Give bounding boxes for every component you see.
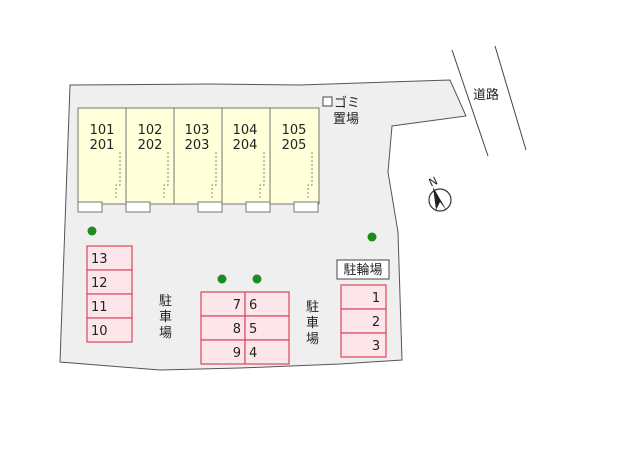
bike-parking-label: 駐輪場 [343, 262, 382, 278]
garbage-box-icon [322, 96, 333, 107]
parking-space [86, 293, 133, 319]
parking-left-label: 車 [159, 310, 172, 325]
parking-space-number: 13 [91, 252, 108, 267]
parking-space-number: 4 [249, 346, 257, 361]
parking-space-number: 5 [249, 322, 257, 337]
unit-porch [245, 201, 271, 213]
unit-upper-number: 101 [90, 123, 115, 138]
building-outline [77, 107, 320, 205]
tree-icon [87, 226, 97, 236]
unit-porch [125, 201, 151, 213]
unit-stair-line [211, 152, 217, 198]
parking-space [86, 269, 133, 295]
unit-upper-number: 104 [233, 123, 258, 138]
parking-space-number: 6 [249, 298, 257, 313]
parking-left-label: 場 [159, 326, 172, 341]
compass-needle-icon [433, 187, 447, 211]
parking-space-number: 12 [91, 276, 108, 291]
bike-parking: 駐輪場 1 2 3 [336, 259, 390, 358]
parking-space-number: 7 [233, 298, 241, 313]
unit-upper-number: 105 [282, 123, 307, 138]
unit-stair-line [163, 152, 169, 198]
tree-icon [217, 274, 227, 284]
parking-center-label: 駐 [306, 300, 319, 315]
parking-space-number: 9 [233, 346, 241, 361]
parking-left: 13 12 11 10 駐 車 場 [86, 245, 172, 343]
parking-space-number: 8 [233, 322, 241, 337]
unit-stair-line [115, 152, 121, 198]
unit-lower-number: 201 [90, 138, 115, 153]
parking-space [244, 339, 290, 365]
parking-center-label: 場 [306, 332, 319, 347]
unit-stair-line [259, 152, 265, 198]
building: 101 201 102 202 103 203 104 204 105 205 [77, 107, 320, 213]
garbage-area: ゴミ 置場 [322, 95, 360, 127]
unit-lower-number: 202 [138, 138, 163, 153]
bike-space-number: 1 [372, 291, 380, 306]
tree-icon [252, 274, 262, 284]
parking-space [244, 315, 290, 341]
unit-porch [197, 201, 223, 213]
garbage-label-line2: 置場 [333, 112, 359, 127]
parking-space [86, 317, 133, 343]
parking-center-label: 車 [306, 316, 319, 331]
unit-lower-number: 205 [282, 138, 307, 153]
bike-space-number: 2 [372, 315, 380, 330]
parking-space [200, 339, 246, 365]
tree-icon [367, 232, 377, 242]
parking-space [86, 245, 133, 271]
parking-space [244, 291, 290, 317]
unit-lower-number: 204 [233, 138, 258, 153]
bike-space [340, 332, 387, 358]
unit-upper-number: 103 [185, 123, 210, 138]
unit-upper-number: 102 [138, 123, 163, 138]
garbage-label-line1: ゴミ [334, 95, 360, 111]
bike-parking-label-box [336, 259, 390, 280]
bike-space-number: 3 [372, 339, 380, 354]
road: 道路 [451, 45, 527, 157]
unit-stair-line [307, 152, 313, 198]
parking-center: 7 6 8 5 9 4 駐 車 場 [200, 291, 319, 365]
unit-porch [293, 201, 319, 213]
road-label: 道路 [473, 87, 499, 103]
unit-lower-number: 203 [185, 138, 210, 153]
compass: N [427, 174, 452, 212]
bike-space [340, 308, 387, 334]
unit-porch [77, 201, 103, 213]
parking-space-number: 11 [91, 300, 108, 315]
parking-space-number: 10 [91, 324, 108, 339]
parking-left-label: 駐 [159, 294, 172, 309]
compass-north-label: N [427, 174, 440, 189]
